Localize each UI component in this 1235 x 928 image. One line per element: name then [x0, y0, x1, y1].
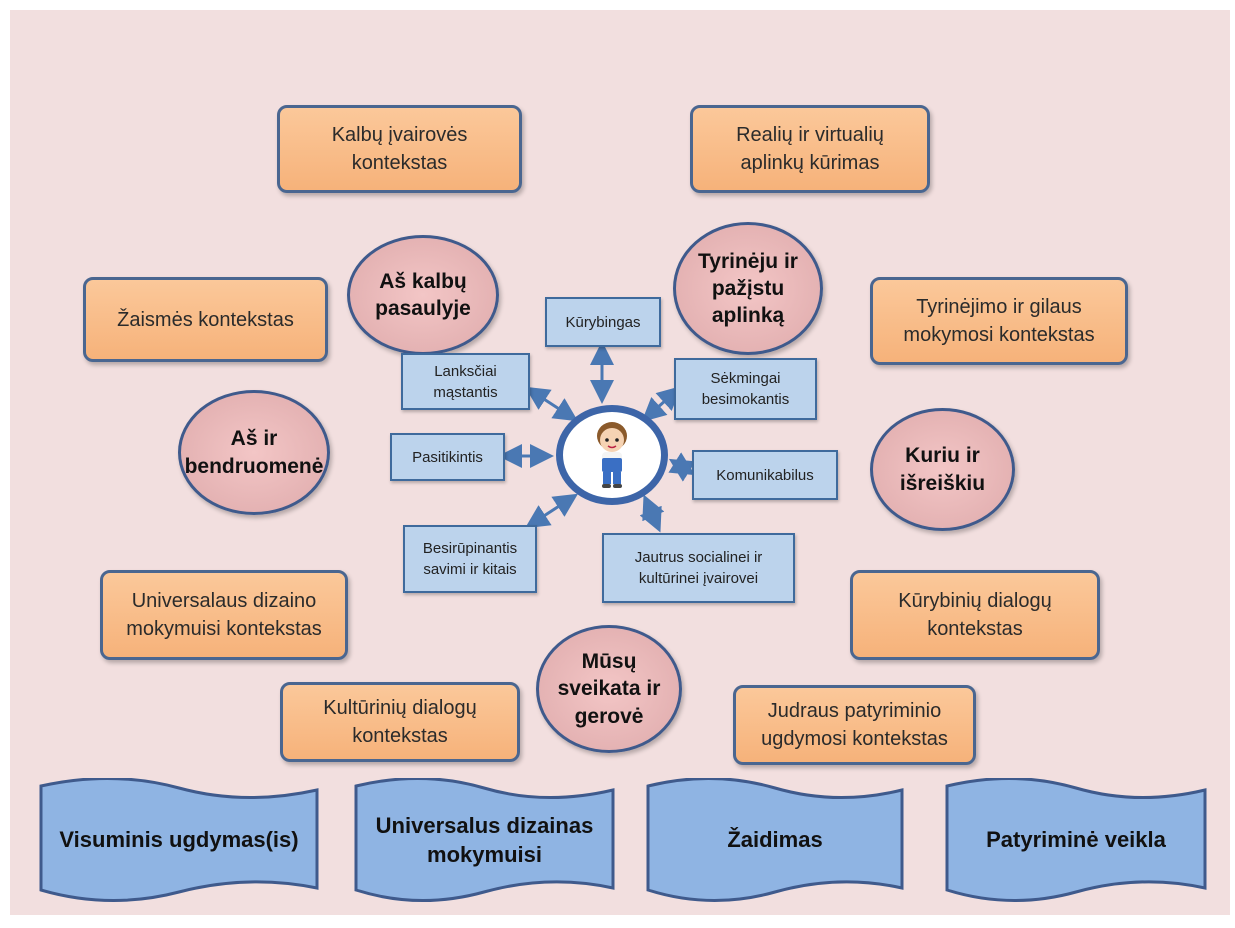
- banner-shape: [945, 778, 1207, 902]
- trait-confident: Pasitikintis: [390, 433, 505, 481]
- banner-shape: [354, 778, 615, 902]
- trait-creative: Kūrybingas: [545, 297, 661, 347]
- context-language: Kalbų įvairovės kontekstas: [277, 105, 522, 193]
- context-creative-dialogues: Kūrybinių dialogų kontekstas: [850, 570, 1100, 660]
- connector-arrows: [498, 341, 696, 533]
- context-research: Tyrinėjimo ir gilaus mokymosi kontekstas: [870, 277, 1128, 365]
- trait-caring: Besirūpinantis savimi ir kitais: [403, 525, 537, 593]
- arrow-jautrus: [639, 494, 665, 533]
- banner-universal: Universalus dizainas mokymuisi: [353, 778, 616, 903]
- trait-sensitive: Jautrus socialinei ir kultūrinei įvairov…: [602, 533, 795, 603]
- trait-successful: Sėkmingai besimokantis: [674, 358, 817, 420]
- arrow-besirupinantis: [524, 493, 579, 529]
- trait-communicative: Komunikabilus: [692, 450, 838, 500]
- arrow-sekmingai: [641, 385, 682, 423]
- center-child-circle: [556, 405, 668, 505]
- area-community: Aš ir bendruomenė: [178, 390, 330, 515]
- area-languages: Aš kalbų pasaulyje: [347, 235, 499, 355]
- banner-shape: [646, 778, 904, 902]
- context-universal-design: Universalaus dizaino mokymuisi konteksta…: [100, 570, 348, 660]
- context-active-experiential: Judraus patyriminio ugdymosi kontekstas: [733, 685, 976, 765]
- arrow-komunikabilus: [668, 452, 696, 482]
- area-health: Mūsų sveikata ir gerovė: [536, 625, 682, 753]
- arrow-lanksciai: [524, 386, 579, 422]
- banner-shape: [39, 778, 319, 902]
- banner-experiential: Patyriminė veikla: [944, 778, 1208, 903]
- context-cultural-dialogues: Kultūrinių dialogų kontekstas: [280, 682, 520, 762]
- context-environments: Realių ir virtualių aplinkų kūrimas: [690, 105, 930, 193]
- banner-holistic: Visuminis ugdymas(is): [38, 778, 320, 903]
- trait-flexible: Lanksčiai mąstantis: [401, 353, 530, 410]
- child-figure-icon: [597, 422, 627, 488]
- area-explore: Tyrinėju ir pažįstu aplinką: [673, 222, 823, 355]
- context-play: Žaismės kontekstas: [83, 277, 328, 362]
- diagram-canvas: Kalbų įvairovės kontekstas Realių ir vir…: [10, 10, 1230, 915]
- area-create: Kuriu ir išreiškiu: [870, 408, 1015, 531]
- banner-play: Žaidimas: [645, 778, 905, 903]
